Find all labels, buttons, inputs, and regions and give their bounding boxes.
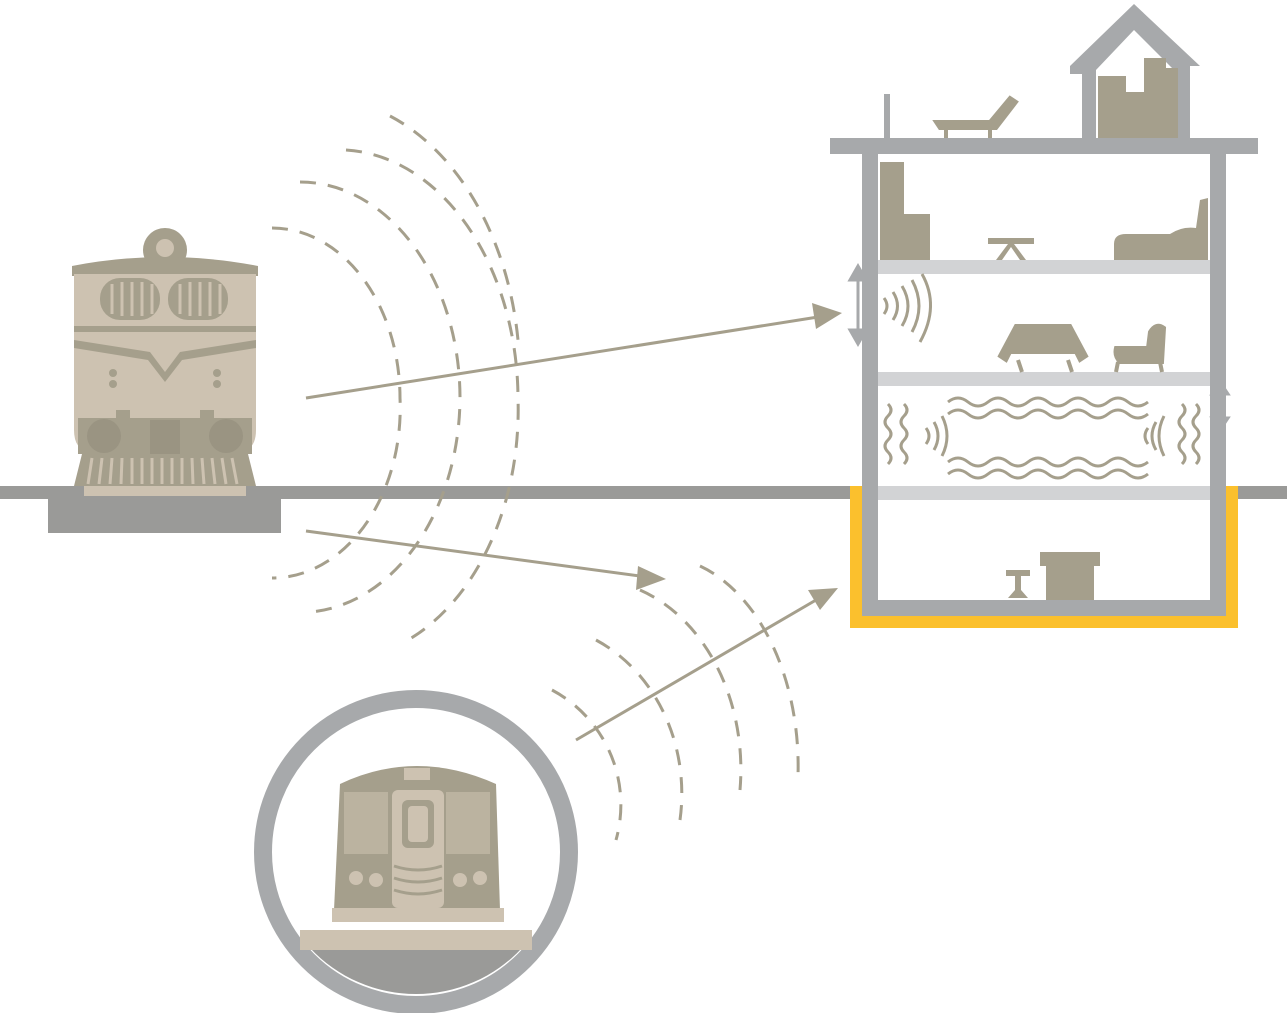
bookshelf-icon — [880, 162, 904, 260]
arrow-head — [808, 588, 838, 610]
coupler — [150, 420, 180, 454]
wave-arc — [389, 114, 520, 341]
track-bed — [48, 499, 281, 533]
destination-sign — [404, 768, 430, 780]
vibration-symbol-upper — [882, 273, 932, 343]
armchair-icon — [1113, 323, 1167, 373]
wavy-line — [947, 456, 1149, 468]
vibration-symbol-lower — [883, 396, 1201, 480]
basement-floor — [862, 600, 1226, 616]
arrow-to-upper-floor — [305, 315, 819, 400]
wavy-line — [947, 468, 1149, 480]
wave-arc — [595, 638, 684, 821]
building-cross-section — [830, 4, 1258, 628]
subway-headlight-right — [453, 873, 467, 887]
nose-stripe — [74, 326, 256, 332]
locomotive-roof — [72, 257, 258, 276]
subway-train-icon — [332, 766, 504, 922]
penthouse — [1070, 4, 1200, 138]
subway-wave-arcs — [551, 564, 800, 841]
sofa-icon — [997, 324, 1089, 373]
arrow-from-subway — [575, 598, 817, 742]
wave-arc — [271, 226, 402, 580]
front-window-left — [344, 792, 388, 854]
arrow-to-ground — [305, 529, 641, 578]
nose-stripe — [74, 340, 256, 382]
wave-arc — [639, 588, 743, 791]
cabinet-icon — [1040, 552, 1100, 600]
penthouse-furniture — [1098, 76, 1126, 138]
buffer-left — [87, 419, 121, 453]
subway-headlight-left — [369, 873, 383, 887]
subway-headlight-right — [473, 871, 487, 885]
sun-lounger-icon — [932, 95, 1019, 138]
tunnel-ring — [254, 690, 578, 1013]
front-window-right — [446, 792, 490, 854]
stool-icon — [1006, 570, 1030, 598]
roof-slab — [830, 138, 1258, 154]
headlight — [156, 239, 174, 257]
deflection-arrow-right — [1209, 379, 1231, 433]
floor-slab-1 — [878, 486, 1210, 500]
tunnel-wall — [254, 690, 578, 1013]
cab-window-right — [168, 278, 228, 320]
subway-bumper — [332, 908, 504, 922]
bed-icon — [1114, 198, 1208, 260]
vibration-path-arrows — [305, 303, 842, 742]
cowcatcher — [74, 454, 256, 486]
subway-headlight-left — [349, 871, 363, 885]
rooftop-antenna — [884, 94, 890, 140]
surface-wave-arcs — [271, 114, 520, 642]
wave-arc — [345, 148, 520, 642]
buffer-right — [209, 419, 243, 453]
wave-arc — [551, 688, 623, 841]
floor-slab-3 — [878, 260, 1210, 274]
track-slab — [300, 930, 532, 950]
wall-left — [862, 150, 878, 616]
tunnel-floor — [310, 948, 522, 995]
table-icon — [988, 238, 1034, 260]
wave-arc — [699, 564, 800, 777]
cab-window-left — [100, 278, 160, 320]
arrow-head — [812, 303, 842, 329]
floor-slab-2 — [878, 372, 1210, 386]
wavy-line — [947, 396, 1149, 408]
wavy-line — [947, 408, 1149, 420]
arrow-head — [636, 566, 666, 590]
deflection-arrow-left — [847, 262, 869, 348]
locomotive-icon — [72, 228, 258, 496]
